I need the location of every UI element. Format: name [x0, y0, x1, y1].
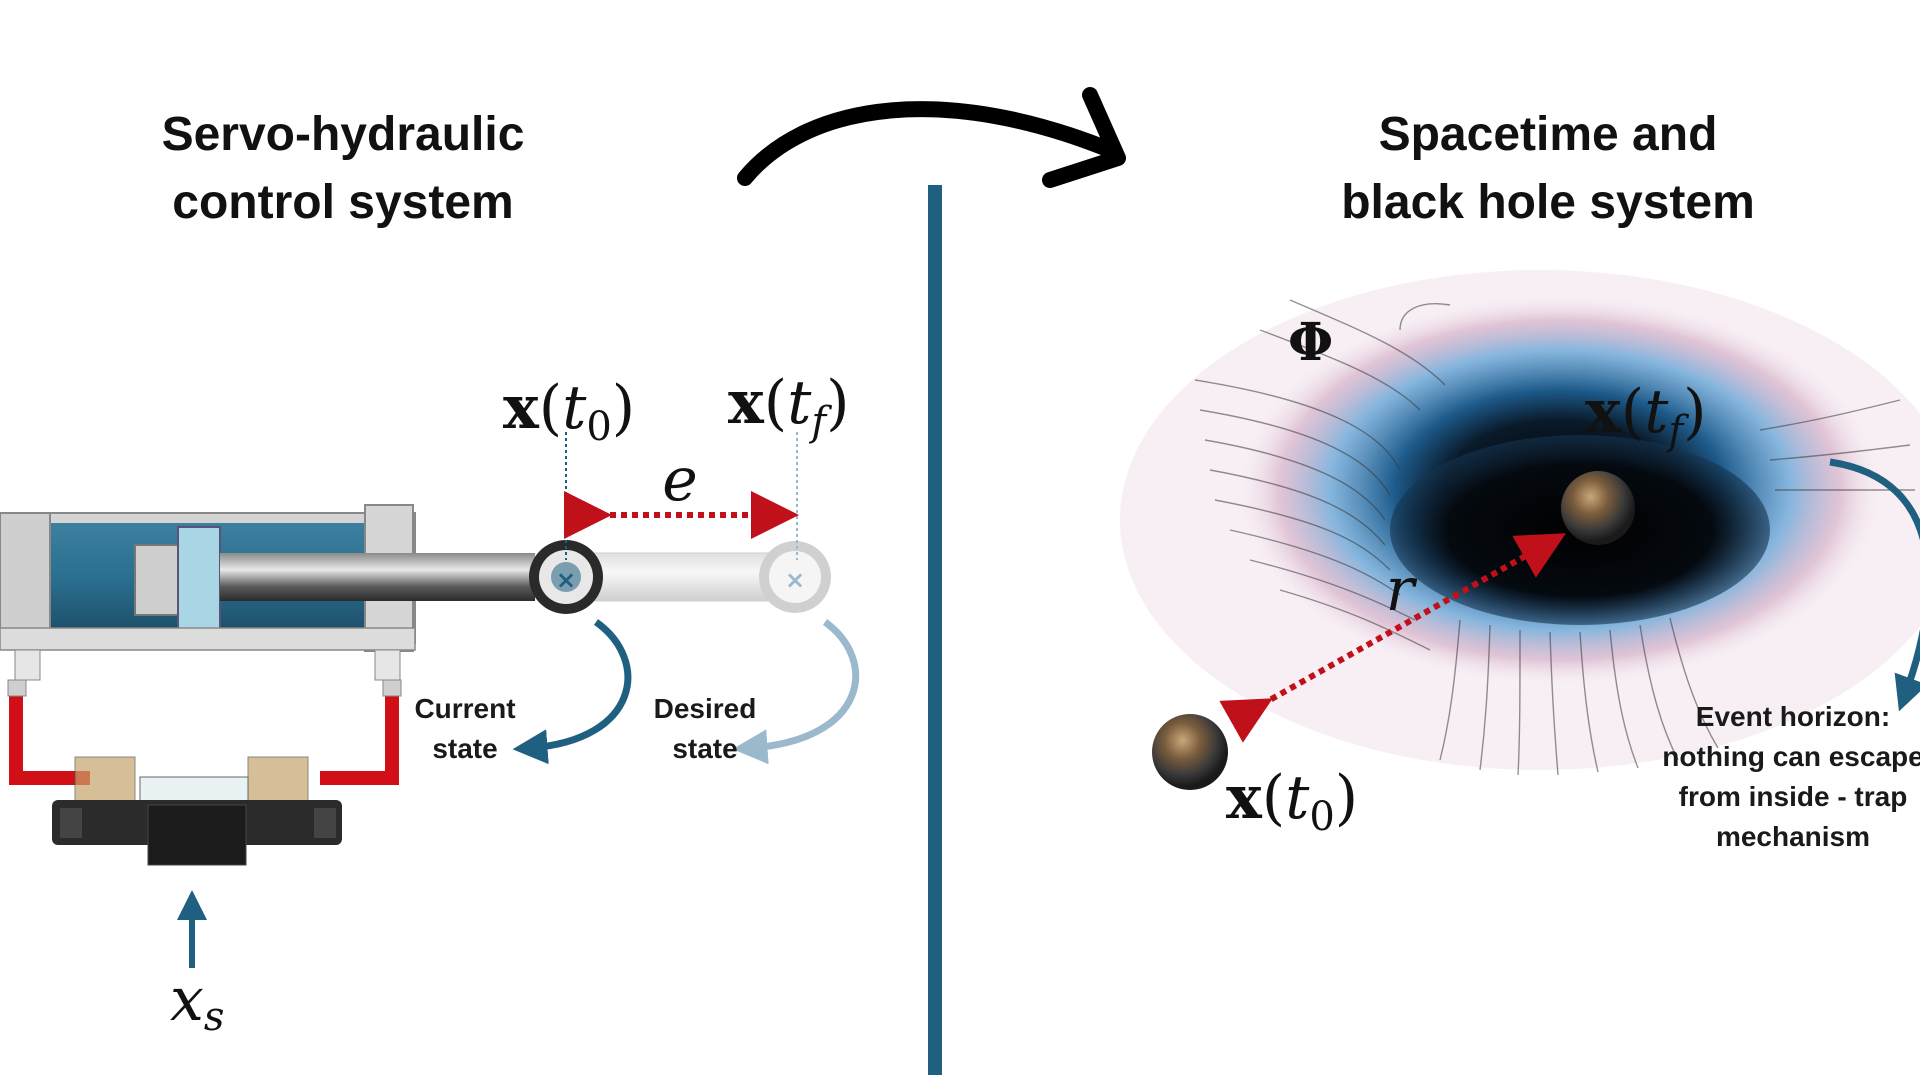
radius-arrow — [1219, 533, 1566, 743]
xf-var: t — [787, 368, 812, 438]
bh-xf-label: x(tf) — [1585, 377, 1707, 454]
phi-label: Φ — [1288, 312, 1333, 373]
bh-x0-sub: 0 — [1309, 794, 1334, 840]
svg-text:×: × — [556, 566, 576, 594]
bh-x0-open-paren: ( — [1262, 763, 1285, 833]
svg-text:x(t0): x(t0) — [503, 373, 635, 450]
svg-text:×: × — [785, 566, 805, 594]
current-state-label-line2: state — [432, 733, 497, 764]
bh-x0-main: x — [1226, 763, 1263, 833]
event-horizon-line3: from inside - trap — [1679, 781, 1908, 812]
x0-label: x(t0) — [503, 373, 635, 450]
error-label: e — [662, 445, 698, 515]
bh-xf-var: t — [1644, 377, 1669, 447]
x0-main: x — [503, 373, 540, 443]
svg-text:x(t0): x(t0) — [1226, 763, 1358, 840]
desired-state-arrow — [732, 619, 860, 765]
left-panel: Servo-hydraulic control system × — [0, 108, 860, 1040]
piston-rod — [220, 553, 535, 601]
black-hole-image — [1120, 270, 1920, 776]
xf-open-paren: ( — [764, 368, 787, 438]
event-horizon-line2: nothing can escape — [1662, 741, 1920, 772]
desired-state-label-line1: Desired — [654, 693, 757, 724]
input-var: x — [170, 965, 204, 1035]
hose-right — [320, 690, 399, 785]
current-state-arrow — [512, 619, 632, 765]
hose-left — [9, 690, 90, 785]
bh-xf-open-paren: ( — [1621, 377, 1644, 447]
planet-initial — [1152, 714, 1228, 790]
event-horizon-arrow — [1829, 458, 1920, 712]
x0-open-paren: ( — [539, 373, 562, 443]
planet-final — [1561, 471, 1635, 545]
event-horizon-line4: mechanism — [1716, 821, 1870, 852]
svg-text:x(tf): x(tf) — [1585, 377, 1707, 454]
right-title-line1: Spacetime and — [1379, 108, 1718, 161]
input-label: xs — [170, 965, 224, 1040]
x0-var: t — [562, 373, 587, 443]
desired-state-label-line2: state — [672, 733, 737, 764]
right-panel: Spacetime and black hole system — [1120, 108, 1920, 852]
bh-xf-main: x — [1585, 377, 1622, 447]
bh-x0-label: x(t0) — [1226, 763, 1358, 840]
x0-close-paren: ) — [612, 373, 635, 443]
radius-label: r — [1386, 555, 1418, 625]
left-title-line1: Servo-hydraulic — [162, 108, 525, 161]
bh-xf-close-paren: ) — [1683, 377, 1706, 447]
current-state-label-line1: Current — [414, 693, 515, 724]
xf-main: x — [728, 368, 765, 438]
x0-sub: 0 — [586, 404, 611, 450]
left-title-line2: control system — [172, 176, 513, 229]
desired-rod-eye: × — [759, 541, 831, 613]
servo-valve — [52, 756, 342, 866]
xf-close-paren: ) — [826, 368, 849, 438]
right-title-line2: black hole system — [1341, 176, 1755, 229]
bh-x0-close-paren: ) — [1335, 763, 1358, 833]
xf-label: x(tf) — [728, 368, 850, 445]
bh-x0-var: t — [1285, 763, 1310, 833]
current-rod-eye: × — [529, 540, 603, 614]
svg-text:x(tf): x(tf) — [728, 368, 850, 445]
transition-arrow — [737, 87, 1126, 188]
event-horizon-line1: Event horizon: — [1696, 701, 1890, 732]
piston-nut — [134, 544, 186, 616]
input-sub: s — [204, 994, 225, 1040]
piston-head — [177, 526, 221, 632]
